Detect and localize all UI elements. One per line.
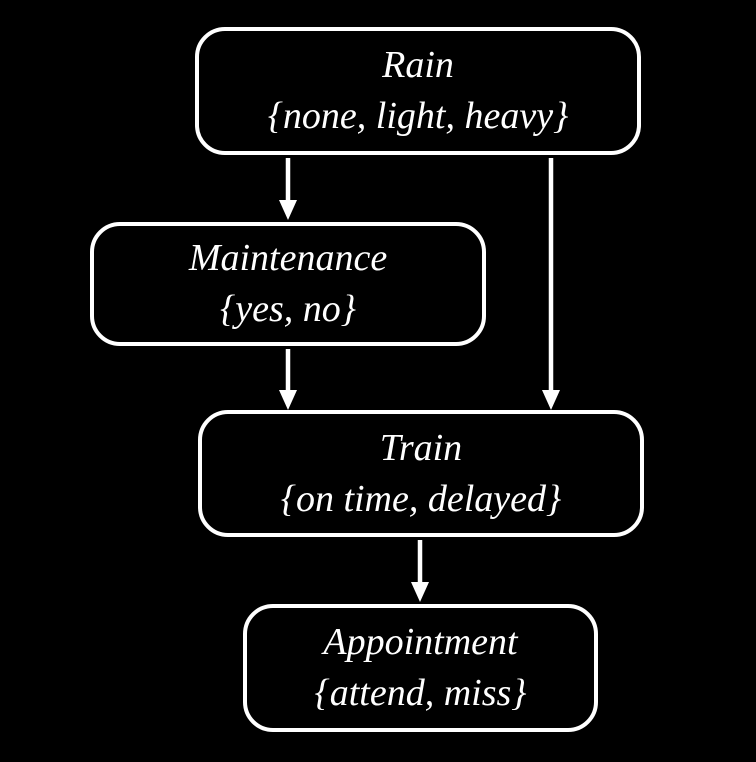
node-appointment-title: Appointment — [323, 621, 518, 664]
node-rain-title: Rain — [382, 44, 454, 87]
node-train: Train {on time, delayed} — [198, 410, 644, 537]
node-rain: Rain {none, light, heavy} — [195, 27, 641, 155]
node-maintenance-title: Maintenance — [188, 237, 388, 280]
node-maintenance: Maintenance {yes, no} — [90, 222, 486, 346]
node-train-values: {on time, delayed} — [280, 477, 562, 520]
node-train-title: Train — [379, 426, 463, 469]
node-maintenance-values: {yes, no} — [220, 288, 356, 330]
node-appointment: Appointment {attend, miss} — [243, 604, 598, 732]
node-appointment-values: {attend, miss} — [314, 672, 527, 714]
node-rain-values: {none, light, heavy} — [267, 95, 569, 137]
